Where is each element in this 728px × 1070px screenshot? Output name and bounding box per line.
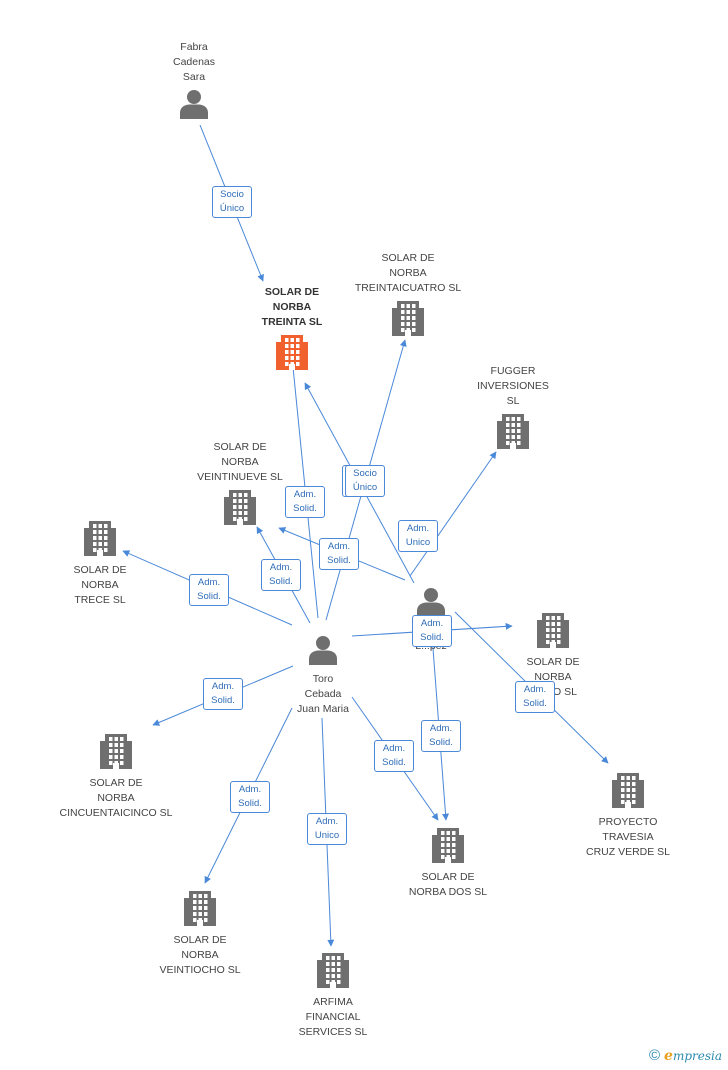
- company-node-icon[interactable]: [391, 300, 425, 341]
- node-label: ARFIMA FINANCIAL SERVICES SL: [298, 996, 368, 1038]
- node-toro[interactable]: Toro Cebada Juan Maria: [253, 635, 393, 717]
- node-veinti8[interactable]: SOLAR DE NORBA VEINTIOCHO SL: [130, 890, 270, 978]
- edge-label-toro-veinti9[interactable]: Adm. Solid.: [261, 559, 301, 591]
- company-node-icon[interactable]: [316, 952, 350, 993]
- node-label: SOLAR DE NORBA TREINTA SL: [261, 286, 323, 328]
- company-node-icon[interactable]: [83, 520, 117, 561]
- node-label: SOLAR DE NORBA VEINTIOCHO SL: [159, 934, 241, 976]
- edge-label-fernandez-dos[interactable]: Adm. Solid.: [421, 720, 461, 752]
- node-proyecto[interactable]: PROYECTO TRAVESIA CRUZ VERDE SL: [558, 772, 698, 860]
- building-icon: [84, 521, 116, 556]
- person-icon: [417, 588, 445, 617]
- copyright-symbol: ©: [648, 1047, 661, 1064]
- building-icon: [317, 953, 349, 988]
- company-node-icon[interactable]: [99, 733, 133, 774]
- node-cincuenta5[interactable]: SOLAR DE NORBA CINCUENTAICINCO SL: [46, 733, 186, 821]
- building-icon: [100, 734, 132, 769]
- node-label: SOLAR DE NORBA TREINTAICUATRO SL: [354, 252, 462, 294]
- node-trece[interactable]: SOLAR DE NORBA TRECE SL: [30, 520, 170, 608]
- node-label: FUGGER INVERSIONES SL: [477, 365, 549, 407]
- edge-label-toro-trece[interactable]: Adm. Solid.: [189, 574, 229, 606]
- node-label: SOLAR DE NORBA VEINTINUEVE SL: [197, 441, 283, 483]
- building-icon: [392, 301, 424, 336]
- footer-brand[interactable]: ©empresia: [649, 1047, 722, 1064]
- building-icon: [537, 613, 569, 648]
- company-node-icon[interactable]: [275, 334, 309, 375]
- person-node-icon[interactable]: [416, 587, 446, 622]
- node-label: Fabra Cadenas Sara: [172, 41, 216, 83]
- person-icon: [309, 636, 337, 665]
- edge-label-toro-dos[interactable]: Adm. Solid.: [374, 740, 414, 772]
- company-node-icon[interactable]: [611, 772, 645, 813]
- edge-fernandez-fugger: [409, 451, 497, 577]
- person-icon: [180, 90, 208, 119]
- brand-logo: empresia: [664, 1048, 722, 1064]
- edge-label-toro-veintiuno[interactable]: Adm. Solid.: [412, 615, 452, 647]
- company-node-icon[interactable]: [183, 890, 217, 931]
- node-veinti9[interactable]: SOLAR DE NORBA VEINTINUEVE SL: [170, 440, 310, 530]
- node-label: PROYECTO TRAVESIA CRUZ VERDE SL: [585, 816, 670, 858]
- node-treinta[interactable]: SOLAR DE NORBA TREINTA SL: [222, 285, 362, 375]
- node-fugger[interactable]: FUGGER INVERSIONES SL: [443, 364, 583, 454]
- edge-label-fabra-treinta[interactable]: Socio Único: [212, 186, 252, 218]
- building-icon: [276, 335, 308, 370]
- person-node-icon[interactable]: [308, 635, 338, 670]
- company-node-icon[interactable]: [223, 489, 257, 530]
- building-icon: [497, 414, 529, 449]
- company-node-icon[interactable]: [431, 827, 465, 868]
- building-icon: [224, 490, 256, 525]
- edge-label-toro-treinta[interactable]: Adm. Solid.: [285, 486, 325, 518]
- edge-label-fernandez-veinti9[interactable]: Adm. Solid.: [319, 538, 359, 570]
- company-node-icon[interactable]: [536, 612, 570, 653]
- node-label: SOLAR DE NORBA DOS SL: [408, 871, 488, 898]
- node-fabra[interactable]: Fabra Cadenas Sara: [124, 40, 264, 124]
- edge-label-fernandez-proyecto[interactable]: Adm. Solid.: [515, 681, 555, 713]
- edge-label-toro-veinti8[interactable]: Adm. Solid.: [230, 781, 270, 813]
- edges-layer: [122, 124, 609, 947]
- node-label: Toro Cebada Juan Maria: [297, 673, 349, 715]
- edge-label-toro-cincuenta5[interactable]: Adm. Solid.: [203, 678, 243, 710]
- edge-label-toro-arfima[interactable]: Adm. Unico: [307, 813, 347, 845]
- node-arfima[interactable]: ARFIMA FINANCIAL SERVICES SL: [263, 952, 403, 1040]
- node-dos[interactable]: SOLAR DE NORBA DOS SL: [378, 827, 518, 900]
- building-icon: [184, 891, 216, 926]
- person-node-icon[interactable]: [179, 89, 209, 124]
- edge-label-fernandez-fugger[interactable]: Adm. Unico: [398, 520, 438, 552]
- node-label: SOLAR DE NORBA CINCUENTAICINCO SL: [59, 777, 173, 819]
- company-node-icon[interactable]: [496, 413, 530, 454]
- edge-label-toro-treinta4[interactable]: Socio Único: [345, 465, 385, 497]
- node-label: SOLAR DE NORBA TRECE SL: [73, 564, 127, 606]
- node-treinta4[interactable]: SOLAR DE NORBA TREINTAICUATRO SL: [338, 251, 478, 341]
- building-icon: [432, 828, 464, 863]
- building-icon: [612, 773, 644, 808]
